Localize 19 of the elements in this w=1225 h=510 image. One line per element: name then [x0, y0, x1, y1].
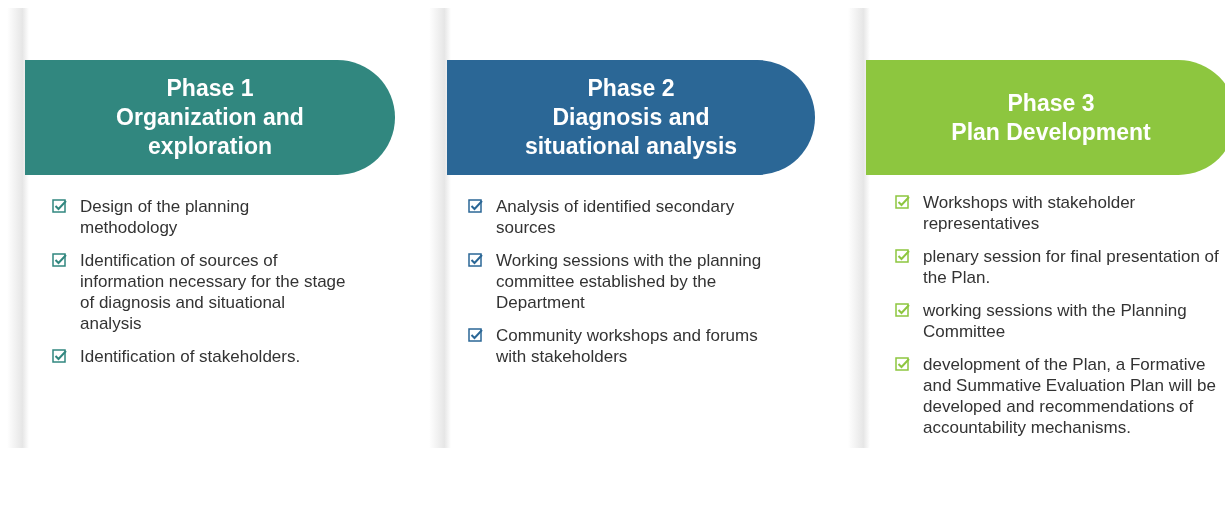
phase-number: Phase 2: [587, 74, 675, 103]
checklist-item: Design of the planning methodology: [80, 196, 251, 238]
checklist-item: development of the Plan, a Formative and Summative Evaluation Plan will be developed and recommendations of accountability mechanisms.: [923, 354, 1217, 438]
checklist-item: Workshops with stakeholder representatives: [923, 192, 1137, 234]
checklist-item: plenary session for final presentation of the Plan.: [923, 246, 1220, 288]
phase-banner: [25, 60, 395, 175]
phase-title: Plan Development: [951, 117, 1151, 147]
checklist-item: Working sessions with the planning committee established by the Department: [496, 250, 763, 313]
checklist-item: working sessions with the Planning Committee: [923, 300, 1188, 342]
phase-banner: [866, 60, 1225, 175]
checklist-item: Identification of stakeholders.: [80, 346, 302, 367]
phase-banner: [447, 60, 815, 175]
phase-number: Phase 1: [166, 74, 254, 103]
phase-title: Diagnosis and situational analysis: [523, 103, 739, 161]
phase-title: Organization and exploration: [115, 103, 305, 161]
checklist-item: Analysis of identified secondary sources: [496, 196, 736, 238]
checklist-item: Identification of sources of information necessary for the stage of diagnosis and situational analysis: [80, 250, 347, 334]
checklist-item: Community workshops and forums with stakeholders: [496, 325, 759, 367]
phase-number: Phase 3: [1007, 88, 1095, 118]
